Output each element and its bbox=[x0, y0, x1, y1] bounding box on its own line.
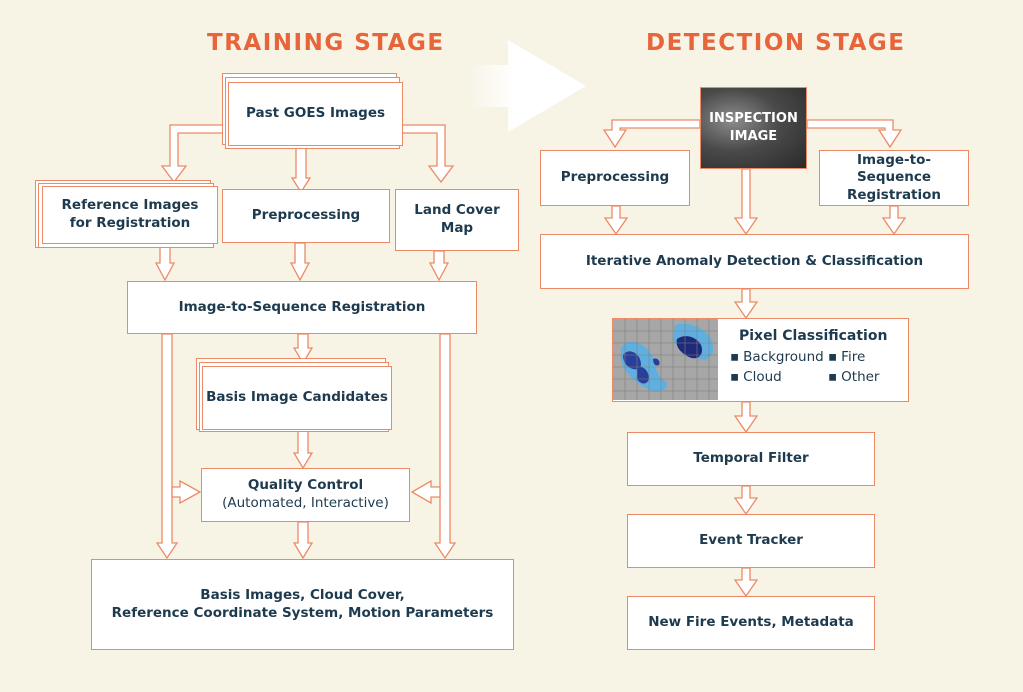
detection-registration-label-2: Registration bbox=[846, 186, 942, 203]
class-background: Background bbox=[730, 349, 824, 365]
land-cover-map-label: Land Cover Map bbox=[414, 202, 500, 236]
event-tracker-label: Event Tracker bbox=[699, 532, 803, 549]
detection-preprocessing-box: Preprocessing bbox=[540, 150, 690, 206]
quality-control-sublabel: (Automated, Interactive) bbox=[222, 495, 389, 511]
training-output-label-2: Reference Coordinate System, Motion Para… bbox=[111, 604, 494, 621]
reference-images-label-2: for Registration bbox=[69, 215, 191, 231]
inspection-image: INSPECTION IMAGE bbox=[700, 87, 807, 169]
detection-output-label: New Fire Events, Metadata bbox=[648, 614, 854, 631]
anomaly-detection-label: Iterative Anomaly Detection & Classifica… bbox=[585, 252, 924, 269]
inspection-image-label-2: IMAGE bbox=[729, 129, 778, 144]
detection-registration-box: Image-to-Sequence Registration bbox=[819, 150, 969, 206]
basis-candidates-box: Basis Image Candidates bbox=[202, 366, 392, 430]
quality-control-box: Quality Control (Automated, Interactive) bbox=[201, 468, 410, 522]
training-preprocessing-label: Preprocessing bbox=[251, 207, 361, 224]
inspection-image-label-1: INSPECTION bbox=[709, 111, 798, 127]
temporal-filter-label: Temporal Filter bbox=[693, 450, 809, 467]
detection-output-box: New Fire Events, Metadata bbox=[627, 596, 875, 650]
anomaly-detection-box: Iterative Anomaly Detection & Classifica… bbox=[540, 234, 969, 289]
basis-candidates-label: Basis Image Candidates bbox=[206, 389, 388, 406]
detection-stage-title: DETECTION STAGE bbox=[646, 30, 906, 56]
detection-preprocessing-label: Preprocessing bbox=[560, 169, 670, 186]
class-fire: Fire bbox=[828, 349, 865, 365]
class-other: Other bbox=[828, 369, 879, 385]
pixel-classification-title: Pixel Classification bbox=[739, 328, 888, 344]
class-cloud: Cloud bbox=[730, 369, 782, 385]
training-registration-label: Image-to-Sequence Registration bbox=[178, 298, 426, 315]
training-preprocessing-box: Preprocessing bbox=[222, 189, 390, 243]
temporal-filter-box: Temporal Filter bbox=[627, 432, 875, 486]
detection-registration-label-1: Image-to-Sequence bbox=[856, 151, 932, 186]
training-stage-title: TRAINING STAGE bbox=[207, 30, 445, 56]
reference-images-label-1: Reference Images bbox=[61, 197, 199, 214]
reference-images-box: Reference Images for Registration bbox=[42, 186, 218, 244]
event-tracker-box: Event Tracker bbox=[627, 514, 875, 568]
past-goes-images-box: Past GOES Images bbox=[228, 82, 403, 146]
training-output-label-1: Basis Images, Cloud Cover, bbox=[200, 586, 405, 603]
quality-control-label: Quality Control bbox=[247, 477, 364, 494]
past-goes-images-label: Past GOES Images bbox=[245, 105, 386, 122]
training-output-box: Basis Images, Cloud Cover, Reference Coo… bbox=[91, 559, 514, 650]
training-registration-box: Image-to-Sequence Registration bbox=[127, 281, 477, 334]
classification-map-image bbox=[613, 319, 718, 400]
land-cover-map-box: Land Cover Map bbox=[395, 189, 519, 251]
pixel-classification-box: Pixel Classification Background Fire Clo… bbox=[612, 318, 909, 402]
